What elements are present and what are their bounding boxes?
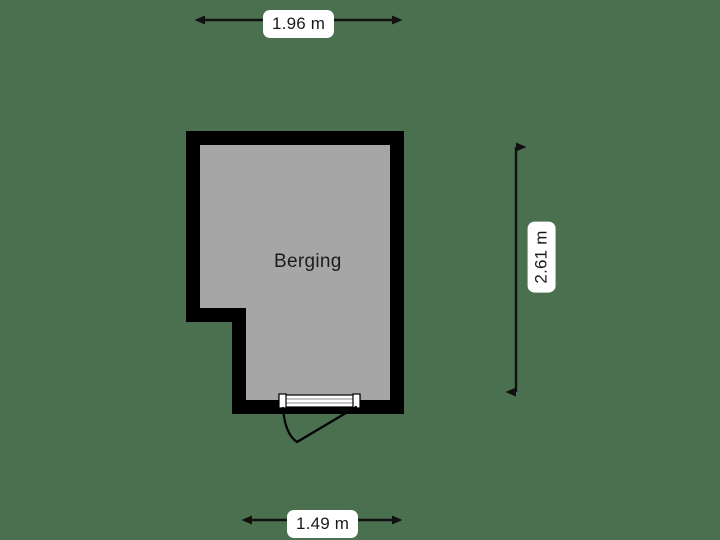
door-jamb-left xyxy=(278,393,287,409)
entry-door-group xyxy=(278,393,361,444)
dimension-label-top: 1.96 m xyxy=(263,10,335,38)
dimension-label-right: 2.61 m xyxy=(527,221,556,293)
room-floor-group xyxy=(200,145,390,400)
room-floor-berging xyxy=(200,145,390,400)
door-jamb-right xyxy=(352,393,361,409)
room-label-berging: Berging xyxy=(274,251,342,272)
door-leaf xyxy=(295,405,358,444)
door-sill xyxy=(278,394,361,408)
dimension-label-bottom: 1.49 m xyxy=(287,510,359,538)
door-swing-arc xyxy=(281,406,299,444)
